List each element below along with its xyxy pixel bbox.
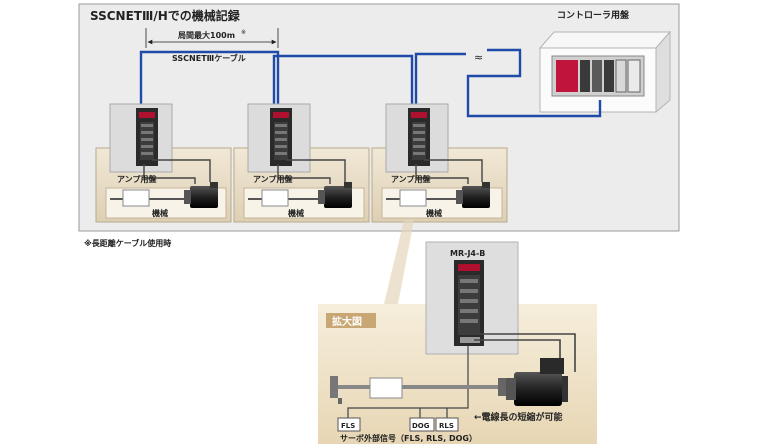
controller-label: コントローラ用盤 bbox=[557, 9, 630, 21]
machine-label-3: 機械 bbox=[426, 208, 442, 218]
zoom-view: 拡大図 MR-J4-B bbox=[318, 241, 597, 444]
amp-label-2: アンプ用盤 bbox=[253, 174, 293, 184]
controller-panel: コントローラ用盤 bbox=[538, 9, 672, 114]
machine-label-1: 機械 bbox=[152, 208, 168, 218]
limit-switch-rls-label: RLS bbox=[439, 422, 454, 430]
limit-switch-fls-label: FLS bbox=[341, 422, 355, 430]
limit-switch-rls: RLS bbox=[435, 417, 459, 432]
servo-amplifier bbox=[454, 260, 484, 346]
zoom-title: 拡大図 bbox=[332, 315, 362, 328]
machine-label-2: 機械 bbox=[288, 208, 304, 218]
cable-shortening-note: ←電線長の短縮が可能 bbox=[474, 411, 563, 423]
amp-label-1: アンプ用盤 bbox=[117, 174, 157, 184]
sscnet-cable bbox=[139, 48, 602, 118]
distance-note-mark: ※ bbox=[241, 29, 246, 36]
cable-break-mark: ≈ bbox=[474, 51, 483, 64]
zoom-connector bbox=[384, 220, 414, 304]
servo-motor bbox=[506, 358, 568, 406]
footnote: ※長距離ケーブル使用時 bbox=[84, 238, 171, 248]
distance-indicator: 局間最大100m ※ bbox=[145, 28, 279, 48]
zoom-title-bg bbox=[326, 313, 376, 328]
amp-cabinet-3: アンプ用盤 機械 bbox=[371, 103, 508, 223]
limit-switch-dog-label: DOG bbox=[412, 422, 430, 430]
diagram-title: SSCNETⅢ/Hでの機械記録 bbox=[90, 8, 241, 23]
amp-cabinet-1: アンプ用盤 機械 bbox=[95, 103, 232, 223]
amp-model-label: MR-J4-B bbox=[450, 249, 485, 258]
cable-label: SSCNETⅢケーブル bbox=[172, 53, 246, 63]
limit-switch-dog: DOG bbox=[409, 417, 435, 432]
servo-signal-label: サーボ外部信号（FLS, RLS, DOG） bbox=[340, 433, 477, 443]
amp-label-3: アンプ用盤 bbox=[391, 174, 431, 184]
cpu-module bbox=[556, 60, 578, 92]
distance-label: 局間最大100m bbox=[177, 30, 235, 40]
ball-screw bbox=[330, 376, 512, 399]
limit-switch-fls: FLS bbox=[337, 398, 361, 432]
amp-cabinet-2: アンプ用盤 機械 bbox=[233, 103, 370, 223]
